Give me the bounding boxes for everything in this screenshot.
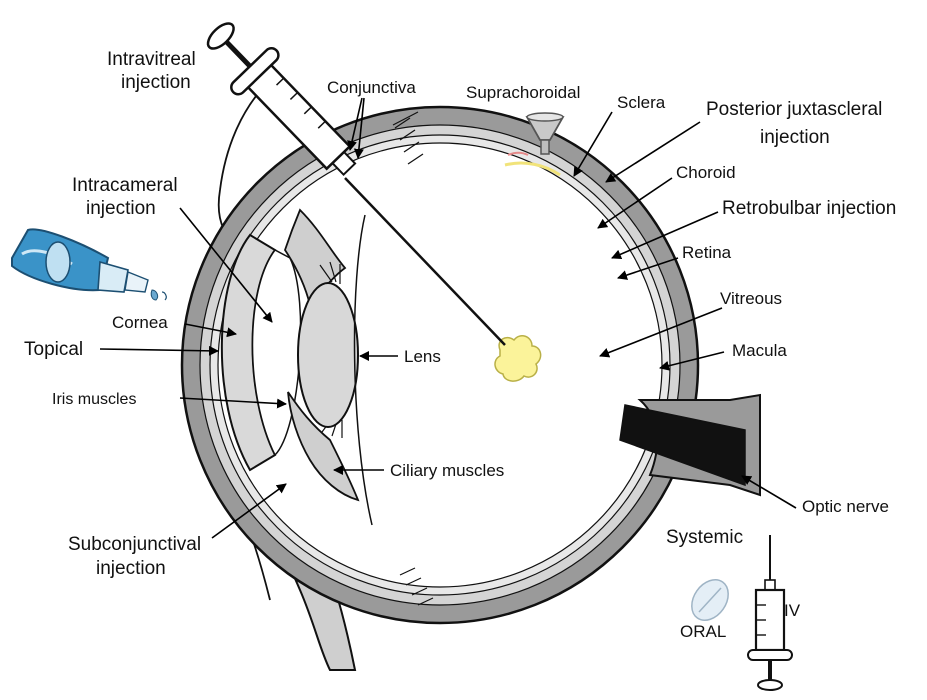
- label-topical: Topical: [24, 339, 83, 360]
- label-intracameral-1: Intracameral: [72, 175, 178, 196]
- label-iv: IV: [784, 601, 801, 620]
- label-conjunctiva: Conjunctiva: [327, 78, 416, 97]
- label-posterior-2: injection: [760, 127, 830, 148]
- label-macula: Macula: [732, 341, 787, 360]
- label-iris-muscles: Iris muscles: [52, 391, 136, 408]
- eyeball: [182, 80, 760, 670]
- label-intravitreal-1: Intravitreal: [107, 49, 196, 70]
- lens-shape: [298, 283, 358, 427]
- label-ciliary-muscles: Ciliary muscles: [390, 461, 504, 480]
- label-subconj-2: injection: [96, 558, 166, 579]
- label-cornea: Cornea: [112, 313, 168, 332]
- label-intravitreal-2: injection: [121, 72, 191, 93]
- label-retrobulbar: Retrobulbar injection: [722, 198, 896, 219]
- label-retina: Retina: [682, 243, 732, 262]
- label-systemic: Systemic: [666, 527, 743, 548]
- syringe-plunger: [225, 40, 250, 66]
- label-posterior-1: Posterior juxtascleral: [706, 99, 882, 120]
- label-lens: Lens: [404, 347, 441, 366]
- label-subconj-1: Subconjunctival: [68, 534, 201, 555]
- eye-drop-bottle-icon: [12, 229, 166, 300]
- label-suprachoroidal: Suprachoroidal: [466, 83, 580, 102]
- label-optic-nerve: Optic nerve: [802, 497, 889, 516]
- label-intracameral-2: injection: [86, 198, 156, 219]
- label-vitreous: Vitreous: [720, 289, 782, 308]
- label-sclera: Sclera: [617, 93, 666, 112]
- oral-pill-icon: [684, 573, 735, 627]
- label-choroid: Choroid: [676, 163, 736, 182]
- label-oral: ORAL: [680, 622, 726, 641]
